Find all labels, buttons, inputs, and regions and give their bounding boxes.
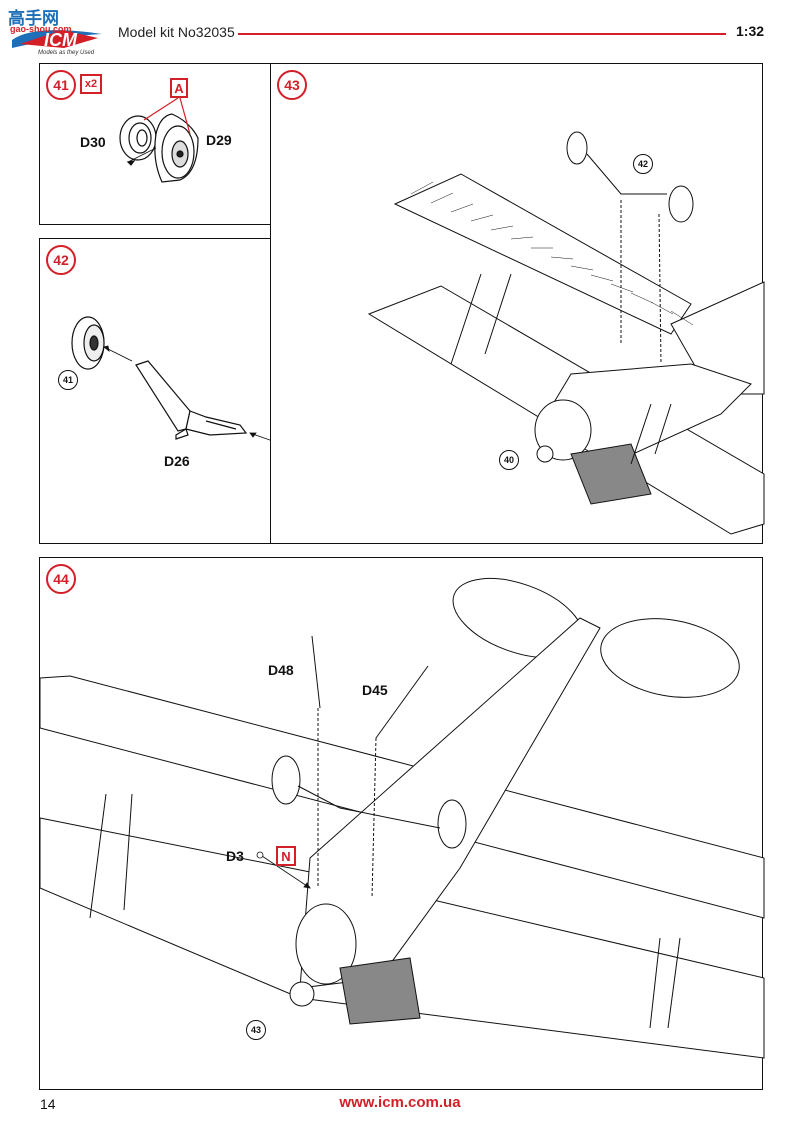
ref-step-41-top: 41 — [58, 370, 78, 390]
wing-rib-line — [610, 283, 634, 293]
wing-rib-line — [550, 256, 574, 260]
multiplier-badge: x2 — [80, 74, 102, 94]
logo-top-text: 高手网 — [8, 9, 59, 28]
step-41-drawing — [119, 97, 199, 183]
wing-rib-line — [670, 310, 694, 326]
footer-url[interactable]: www.icm.com.ua — [339, 1094, 461, 1111]
step-number-43: 43 — [277, 70, 307, 100]
glue-tag-a: A — [170, 78, 188, 98]
part-label-d26: D26 — [164, 453, 190, 469]
step-number-41: 41 — [46, 70, 76, 100]
part-label-d3: D3 — [226, 848, 244, 864]
ref-step-43: 43 — [246, 1020, 266, 1040]
step-43-panel: 43 42 40 — [270, 63, 765, 544]
part-label-d45: D45 — [362, 682, 388, 698]
logo-url-text: gao-shou.com — [10, 24, 72, 34]
wing-rib-line — [510, 236, 534, 240]
wing-rib-line — [590, 274, 614, 282]
header-rule — [238, 33, 726, 35]
step-43-drawing — [367, 131, 765, 535]
step-44-drawing — [39, 577, 765, 1059]
wing-rib-line — [490, 225, 514, 231]
part-label-d48: D48 — [268, 662, 294, 678]
model-kit-title: Model kit No32035 — [118, 24, 235, 40]
icm-logo: 高手网 gao-shou.com ICM Models as they Used — [4, 4, 108, 62]
wing-rib-line — [570, 265, 594, 271]
part-label-d29: D29 — [206, 132, 232, 148]
step-number-42: 42 — [46, 245, 76, 275]
wing-rib-line — [650, 301, 674, 315]
step-number-44: 44 — [46, 564, 76, 594]
tag-n: N — [276, 846, 296, 866]
wing-rib-line — [470, 214, 494, 222]
page-number: 14 — [40, 1096, 56, 1112]
step-41-panel: 41 x2 A D30 D29 — [39, 63, 272, 225]
wing-rib-line — [410, 181, 434, 195]
wing-rib-line — [430, 192, 454, 204]
ref-step-40: 40 — [499, 450, 519, 470]
wing-rib-line — [630, 292, 654, 304]
scale-label: 1:32 — [736, 23, 765, 39]
logo-tagline: Models as they Used — [38, 50, 95, 56]
step-44-panel: 44 D48 D45 D3 N 43 — [39, 557, 765, 1090]
icm-logo-graphic — [12, 30, 102, 48]
logo-text: ICM — [44, 30, 77, 50]
wing-rib-line — [450, 203, 474, 213]
ref-step-42: 42 — [633, 154, 653, 174]
part-label-d30: D30 — [80, 134, 106, 150]
